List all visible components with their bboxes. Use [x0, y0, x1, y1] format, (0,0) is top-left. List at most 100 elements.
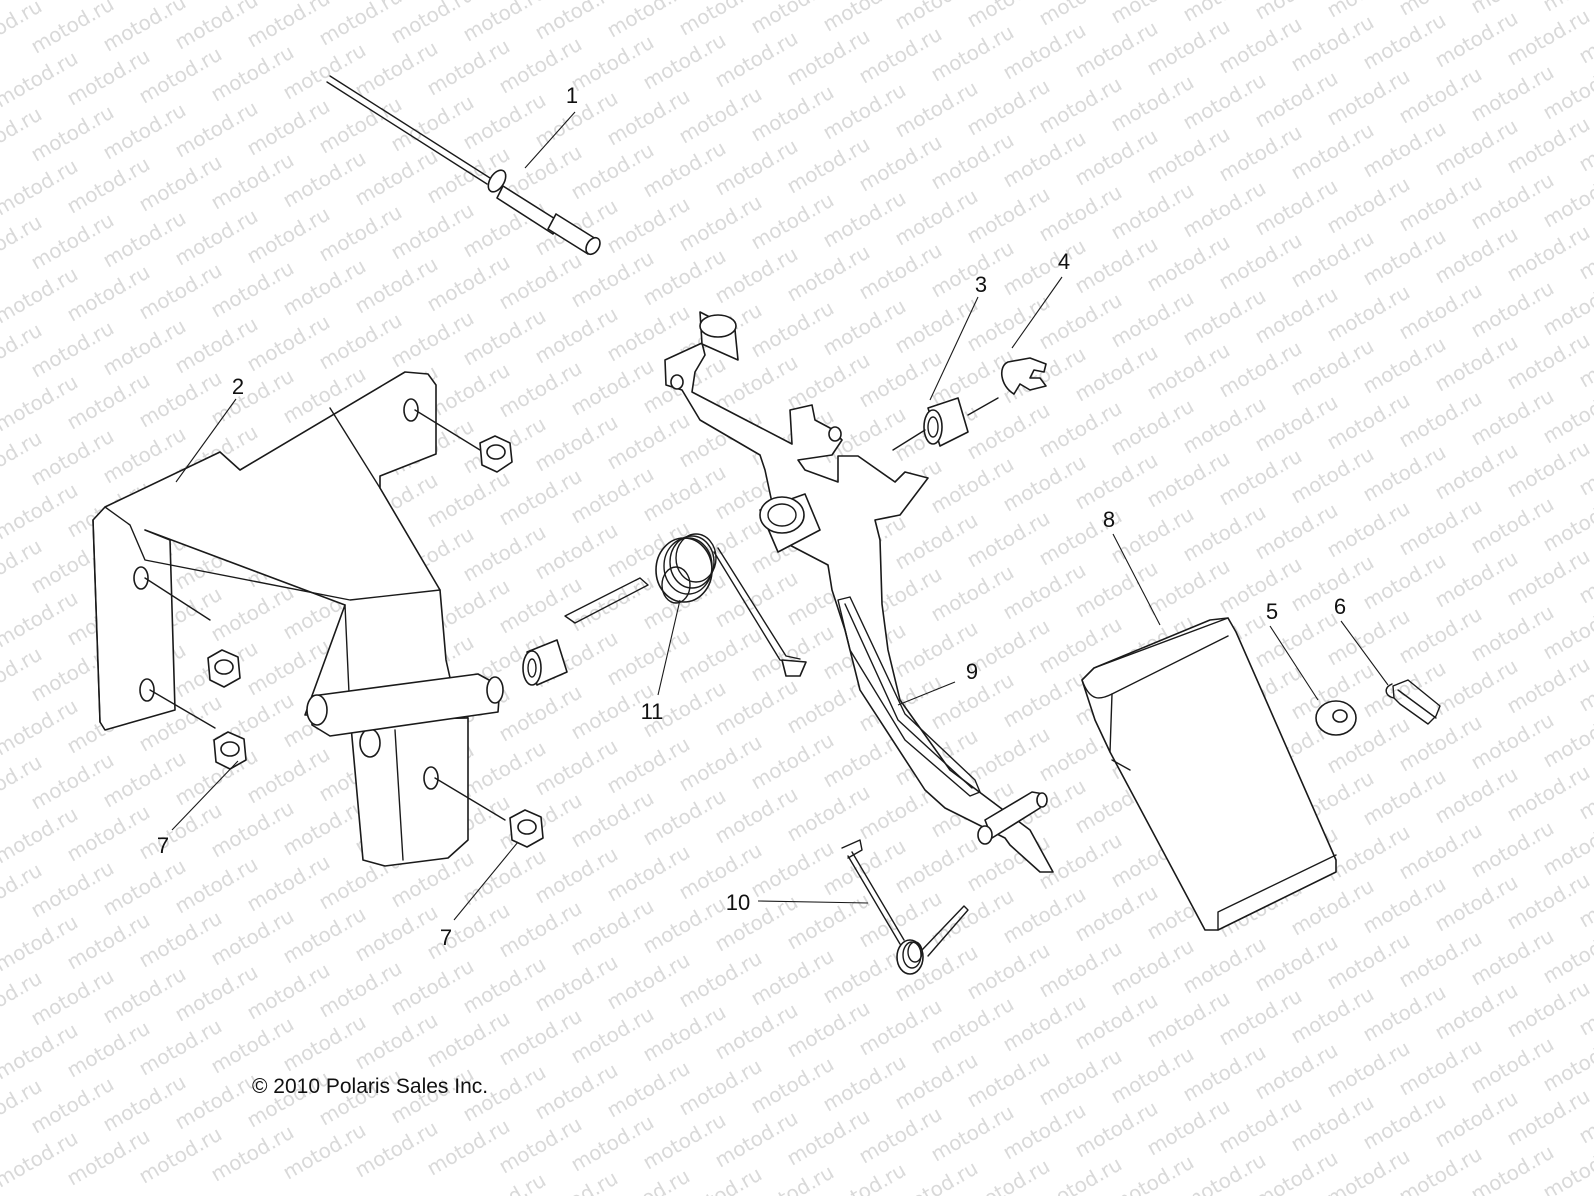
watermark-text: motod.ru — [1395, 62, 1486, 129]
watermark-text: motod.ru — [1251, 606, 1342, 673]
watermark-text: motod.ru — [99, 206, 190, 273]
watermark-text: motod.ru — [387, 954, 478, 1021]
watermark-text: motod.ru — [1467, 708, 1558, 775]
watermark-text: motod.ru — [603, 84, 694, 151]
watermark-text: motod.ru — [243, 742, 334, 809]
watermark-text: motod.ru — [819, 186, 910, 253]
watermark-text: motod.ru — [891, 832, 982, 899]
bushing-left — [522, 639, 568, 686]
watermark-text: motod.ru — [27, 100, 118, 167]
watermark-text: motod.ru — [315, 200, 406, 267]
watermark-text: motod.ru — [243, 310, 334, 377]
watermark-text: motod.ru — [819, 78, 910, 145]
watermark-text: motod.ru — [1179, 284, 1270, 351]
watermark-text: motod.ru — [747, 836, 838, 903]
part-3-bushing — [892, 397, 999, 451]
watermark-text: motod.ru — [1251, 282, 1342, 349]
watermark-text: motod.ru — [27, 748, 118, 815]
watermark-text: motod.ru — [1395, 170, 1486, 237]
callout-9: 9 — [966, 659, 978, 684]
watermark-text: motod.ru — [1323, 820, 1414, 887]
watermark-text: motod.ru — [171, 960, 262, 1027]
watermark-text: motod.ru — [1395, 494, 1486, 561]
watermark-text: motod.ru — [747, 944, 838, 1011]
watermark-text: motod.ru — [603, 624, 694, 691]
part-1-pin — [326, 75, 601, 256]
watermark-text: motod.ru — [603, 192, 694, 259]
watermark-text: motod.ru — [1035, 936, 1126, 1003]
watermark-text: motod.ru — [531, 302, 622, 369]
watermark-text: motod.ru — [963, 74, 1054, 141]
watermark-text: motod.ru — [27, 208, 118, 275]
watermark-text: motod.ru — [99, 746, 190, 813]
watermark-text: motod.ru — [99, 314, 190, 381]
watermark-text: motod.ru — [1251, 390, 1342, 457]
copyright-notice: © 2010 Polaris Sales Inc. — [252, 1075, 489, 1098]
watermark-text: motod.ru — [891, 76, 982, 143]
watermark-text: motod.ru — [1179, 392, 1270, 459]
watermark-text: motod.ru — [1035, 288, 1126, 355]
watermark-text: motod.ru — [1467, 600, 1558, 667]
watermark-text: motod.ru — [1035, 1044, 1126, 1111]
watermark-text: motod.ru — [27, 964, 118, 1031]
watermark-text: motod.ru — [459, 844, 550, 911]
watermark-text: motod.ru — [459, 520, 550, 587]
watermark-text: motod.ru — [1323, 280, 1414, 347]
watermark-text: motod.ru — [1323, 388, 1414, 455]
watermark-text: motod.ru — [1467, 492, 1558, 559]
watermark-text: motod.ru — [747, 188, 838, 255]
watermark-text: motod.ru — [171, 204, 262, 271]
watermark-text: motod.ru — [27, 424, 118, 491]
watermark-text: motod.ru — [675, 946, 766, 1013]
watermark-text: motod.ru — [459, 952, 550, 1019]
callout-7-left: 7 — [157, 833, 169, 858]
watermark-text: motod.ru — [459, 304, 550, 371]
watermark-text: motod.ru — [891, 292, 982, 359]
part-9-pedal-arm — [664, 311, 1054, 873]
callout-5: 5 — [1266, 599, 1278, 624]
watermark-text: motod.ru — [531, 1058, 622, 1125]
callout-labels: 1 2 3 4 5 6 7 7 8 9 10 11 — [157, 83, 1346, 950]
watermark-text: motod.ru — [315, 308, 406, 375]
watermark-text: motod.ru — [675, 622, 766, 689]
watermark-text: motod.ru — [1107, 502, 1198, 569]
watermark-text: motod.ru — [1107, 178, 1198, 245]
watermark-text: motod.ru — [1107, 286, 1198, 353]
watermark-text: motod.ru — [963, 398, 1054, 465]
watermark-text: motod.ru — [1179, 68, 1270, 135]
watermark-text: motod.ru — [1395, 1034, 1486, 1101]
watermark-text: motod.ru — [531, 518, 622, 585]
watermark-text: motod.ru — [1179, 932, 1270, 999]
watermark-text: motod.ru — [459, 196, 550, 263]
callout-2: 2 — [232, 374, 244, 399]
watermark-text: motod.ru — [459, 88, 550, 155]
watermark-text: motod.ru — [603, 840, 694, 907]
watermark-text: motod.ru — [1395, 818, 1486, 885]
watermark-text: motod.ru — [1251, 66, 1342, 133]
part-7-nut-bottom — [509, 809, 544, 848]
watermark-text: motod.ru — [99, 1070, 190, 1137]
watermark-text: motod.ru — [531, 950, 622, 1017]
callout-4: 4 — [1058, 249, 1070, 274]
watermark-text: motod.ru — [1395, 926, 1486, 993]
watermark-text: motod.ru — [1179, 1040, 1270, 1107]
part-4-e-clip — [1001, 357, 1047, 395]
watermark-text: motod.ru — [243, 94, 334, 161]
watermark-text: motod.ru — [819, 294, 910, 361]
watermark-text: motod.ru — [315, 956, 406, 1023]
watermark-text: motod.ru — [1395, 386, 1486, 453]
watermark-text: motod.ru — [531, 410, 622, 477]
part-7-nut-top — [479, 435, 513, 473]
watermark-text: motod.ru — [1035, 828, 1126, 895]
watermark-text: motod.ru — [891, 1048, 982, 1115]
watermark-text: motod.ru — [243, 850, 334, 917]
watermark-text: motod.ru — [747, 80, 838, 147]
watermark-text: motod.ru — [819, 834, 910, 901]
watermark-text: motod.ru — [27, 856, 118, 923]
watermark-text: motod.ru — [963, 1046, 1054, 1113]
watermark-text: motod.ru — [1323, 172, 1414, 239]
watermark-text: motod.ru — [963, 182, 1054, 249]
watermark-text: motod.ru — [1251, 174, 1342, 241]
